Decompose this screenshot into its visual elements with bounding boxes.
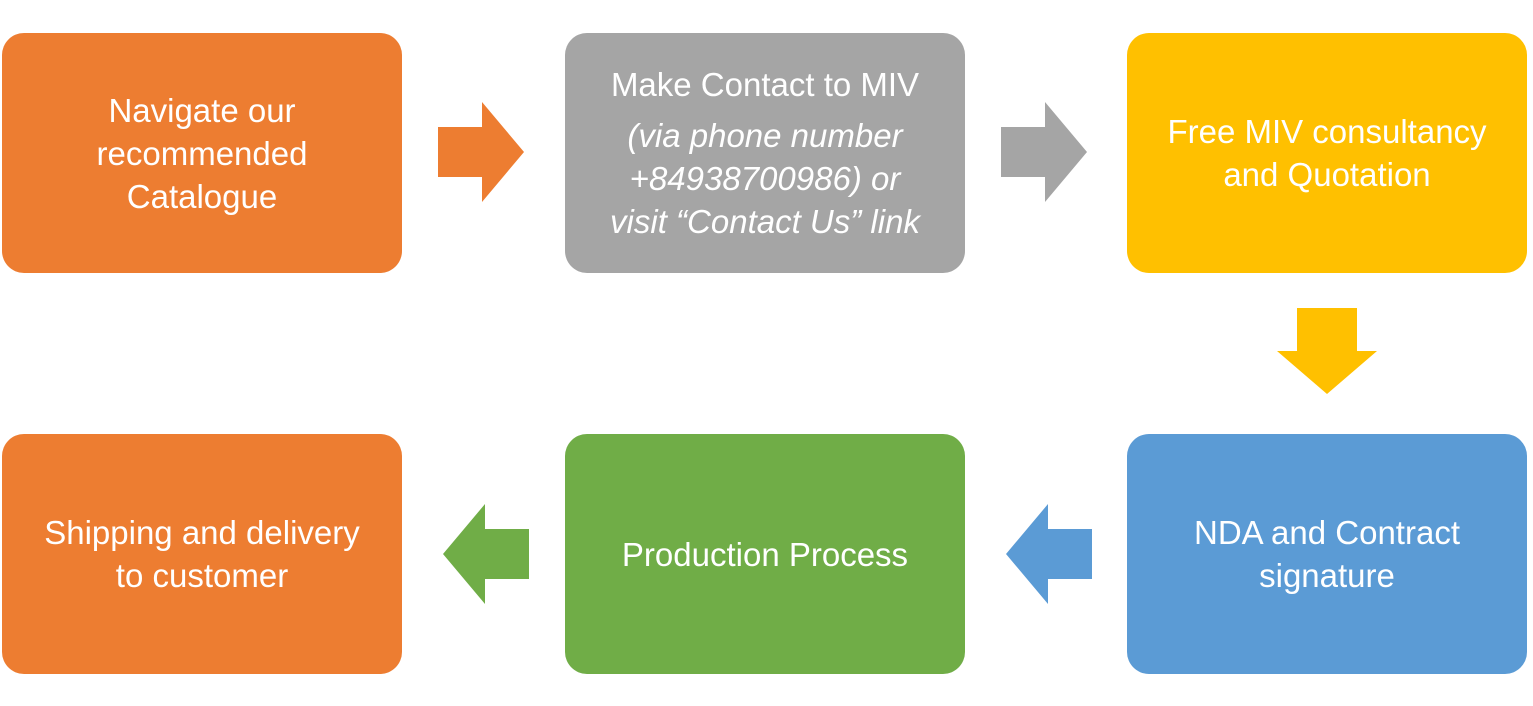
step-production-process: Production Process [565,434,965,674]
right-arrow-icon [438,102,524,202]
step-label-line: Free MIV consultancy [1167,113,1487,150]
step-navigate-catalogue: Navigate our recommended Catalogue [2,33,402,273]
right-arrow-icon [1001,102,1087,202]
contact-detail-line: visit “Contact Us” link [610,203,920,240]
down-arrow-icon [1277,308,1377,394]
step-label-line: to customer [115,557,289,594]
step-label-line: Production Process [621,535,909,573]
step-label-line: and Quotation [1223,156,1431,193]
step-consultancy-quotation: Free MIV consultancy and Quotation [1127,33,1527,273]
step-shipping-delivery: Shipping and delivery to customer [2,434,402,674]
left-arrow-icon [443,504,529,604]
step-label-line: Shipping and delivery [44,514,360,551]
step-title: Make Contact to MIV [610,66,920,103]
left-arrow-icon [1006,504,1092,604]
step-label-line: signature [1259,557,1395,594]
step-label-line: Navigate our [108,91,296,129]
step-make-contact: Make Contact to MIV (via phone number +8… [565,33,965,273]
contact-detail-line: (via phone number [627,117,903,154]
step-label-line: recommended [96,134,308,172]
step-label-line: Catalogue [126,177,278,215]
step-label-line: NDA and Contract [1194,514,1460,551]
step-nda-contract: NDA and Contract signature [1127,434,1527,674]
contact-detail-line: +84938700986) or [629,160,901,197]
